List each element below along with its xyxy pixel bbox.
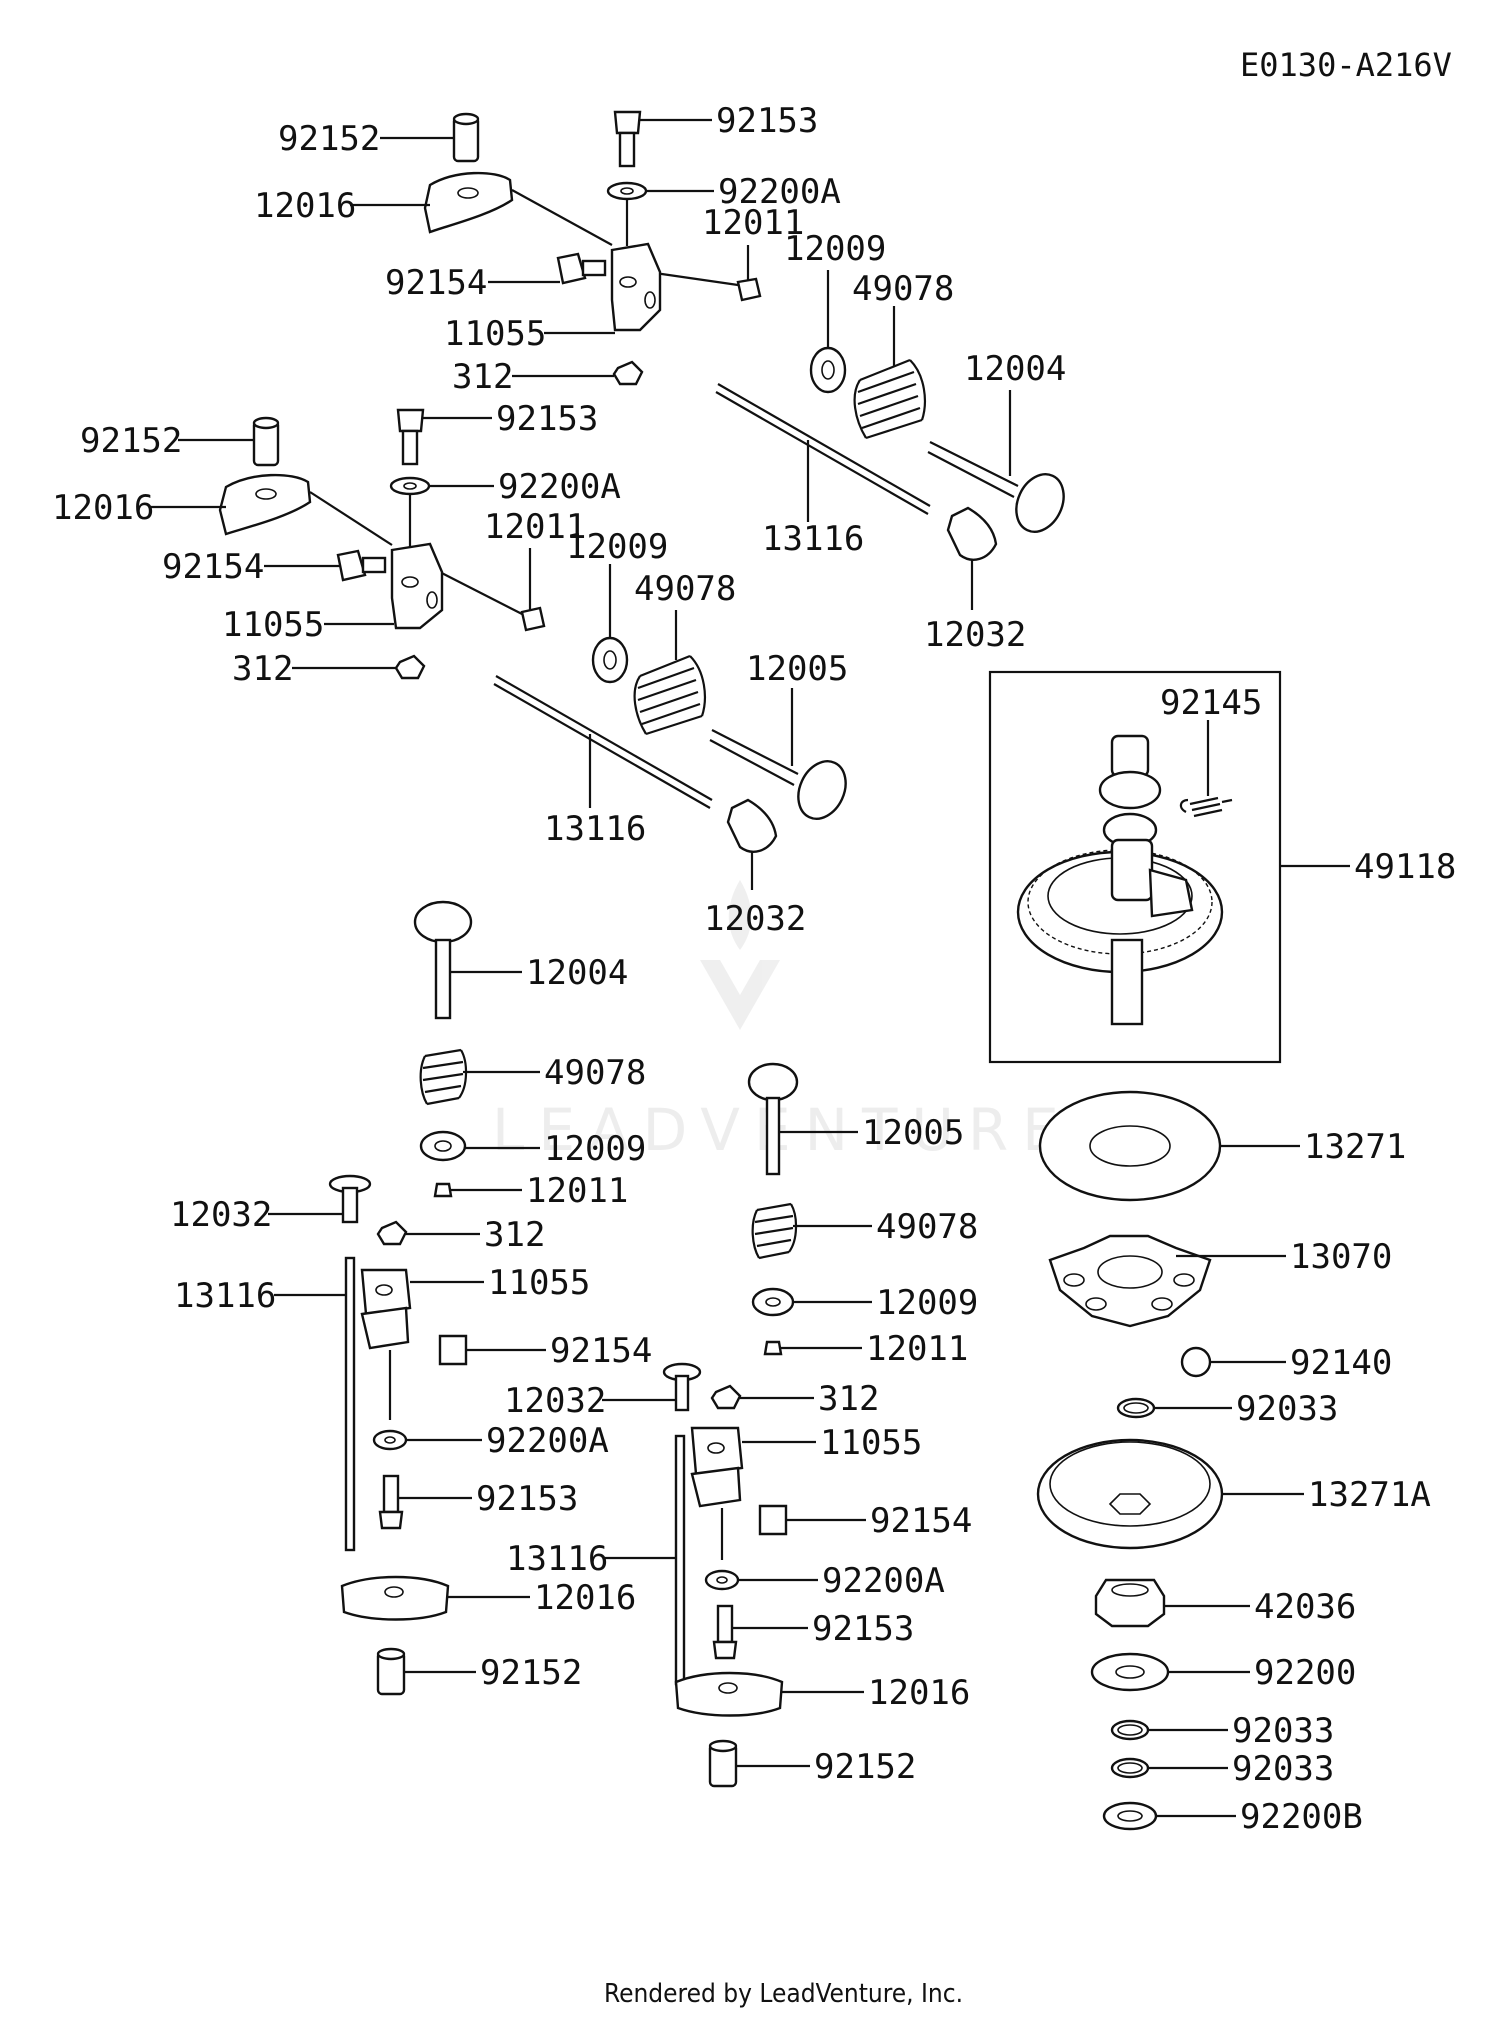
part-label: 92033 (1232, 1749, 1334, 1789)
diagram-code: E0130-A216V (1240, 46, 1452, 84)
part-label: 312 (484, 1215, 545, 1255)
part-label: 12016 (868, 1673, 970, 1713)
group-left-vertical: 12004 49078 12009 12011 12032 312 13116 … (170, 900, 652, 1696)
part-label: 12004 (526, 953, 628, 993)
part-label: 12009 (566, 527, 668, 567)
part-label: 312 (818, 1379, 879, 1419)
part-label: 92154 (870, 1501, 972, 1541)
part-label: 13116 (174, 1276, 276, 1316)
part-label: 13070 (1290, 1237, 1392, 1277)
part-label: 12009 (784, 229, 886, 269)
part-label: 12004 (964, 349, 1066, 389)
part-label: 92200A (822, 1561, 945, 1601)
part-label: 12032 (170, 1195, 272, 1235)
part-label: 92154 (550, 1331, 652, 1371)
part-label: 92200 (1254, 1653, 1356, 1693)
part-label: 312 (232, 649, 293, 689)
part-label: 13116 (544, 809, 646, 849)
part-label: 13116 (506, 1539, 608, 1579)
part-label: 92200A (718, 172, 841, 212)
footer-credit: Rendered by LeadVenture, Inc. (604, 1979, 963, 2009)
part-label: 13116 (762, 519, 864, 559)
part-label: 12016 (534, 1578, 636, 1618)
part-label: 92200A (486, 1421, 609, 1461)
part-label: 12005 (862, 1113, 964, 1153)
part-label: 92152 (814, 1747, 916, 1787)
part-label: 13271A (1308, 1475, 1431, 1515)
part-label: 12009 (544, 1129, 646, 1169)
part-label: 92153 (812, 1609, 914, 1649)
part-label: 12009 (876, 1283, 978, 1323)
part-label: 42036 (1254, 1587, 1356, 1627)
part-label: 92154 (385, 263, 487, 303)
group-governor: 13271 13070 92140 92033 13271A 42036 922… (1036, 1090, 1431, 1837)
camshaft-assembly: 92145 49118 (988, 670, 1456, 1064)
part-label: 92153 (716, 101, 818, 141)
part-label: 92152 (278, 119, 380, 159)
group-center-vertical: 12005 49078 12009 12011 12032 312 11055 … (504, 1062, 978, 1788)
part-label: 92200A (498, 467, 621, 507)
part-label: 11055 (820, 1423, 922, 1463)
part-label: 92153 (476, 1479, 578, 1519)
part-label: 12032 (924, 615, 1026, 655)
part-label: 92152 (80, 421, 182, 461)
part-label: 49078 (876, 1207, 978, 1247)
part-label: 12005 (746, 649, 848, 689)
part-label: 92152 (480, 1653, 582, 1693)
part-label: 49118 (1354, 847, 1456, 887)
part-label: 49078 (544, 1053, 646, 1093)
part-label: 12032 (704, 899, 806, 939)
part-label: 13271 (1304, 1127, 1406, 1167)
part-label: 92033 (1232, 1711, 1334, 1751)
part-label: 11055 (222, 605, 324, 645)
part-label: 12032 (504, 1381, 606, 1421)
part-label: 49078 (634, 569, 736, 609)
part-label: 12011 (484, 507, 586, 547)
part-label: 92145 (1160, 683, 1262, 723)
part-label: 92140 (1290, 1343, 1392, 1383)
part-label: 12011 (526, 1171, 628, 1211)
part-label: 92200B (1240, 1797, 1363, 1837)
part-label: 11055 (488, 1263, 590, 1303)
part-label: 12011 (866, 1329, 968, 1369)
part-label: 92033 (1236, 1389, 1338, 1429)
part-label: 12016 (52, 488, 154, 528)
part-label: 49078 (852, 269, 954, 309)
part-label: 11055 (444, 314, 546, 354)
part-label: 12011 (702, 203, 804, 243)
group-lower-rocker: 92152 12016 92153 92200A 12011 92154 110… (52, 399, 848, 939)
part-label: 312 (452, 357, 513, 397)
part-label: 12016 (254, 186, 356, 226)
part-label: 92153 (496, 399, 598, 439)
group-upper-rocker: 92152 12016 92153 92200A 12011 92154 110 (254, 101, 1066, 655)
part-label: 92154 (162, 547, 264, 587)
